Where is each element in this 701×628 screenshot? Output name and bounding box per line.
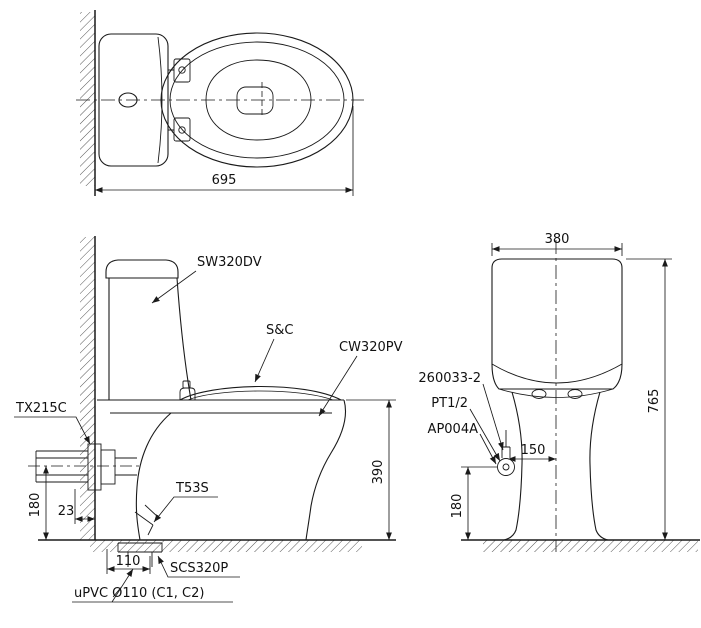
supply-connector-lines — [115, 457, 137, 476]
label-connector: 260033-2 — [418, 371, 481, 386]
dim-text-total-height: 765 — [647, 389, 662, 414]
wall-hatch-top — [80, 12, 95, 186]
dim-text-supply-height: 180 — [28, 493, 43, 518]
hinge-links — [168, 69, 174, 131]
tank-bottom-band-2 — [498, 388, 614, 398]
pedestal-left-profile — [503, 391, 523, 541]
leader-thread — [469, 408, 501, 462]
leader-flush-valve — [14, 416, 91, 445]
tank-body-side — [108, 277, 192, 401]
label-trap-adapter: T53S — [175, 481, 209, 496]
flush-button — [118, 92, 138, 108]
supply-pipe — [35, 450, 88, 483]
label-seat-cover: S&C — [266, 323, 293, 338]
callout-thread: PT1/2 — [431, 396, 501, 462]
dim-text-width: 695 — [212, 173, 237, 188]
hinge-bolt-bottom — [178, 126, 186, 134]
callout-floor-flange: SCS320P — [157, 555, 240, 578]
dim-text-valve-to-center: 150 — [521, 443, 546, 458]
hinge-bolt-top — [178, 66, 186, 74]
label-flush-valve: TX215C — [15, 401, 67, 416]
wall-hatch-side — [80, 237, 95, 540]
label-stop-valve: AP004A — [428, 422, 479, 437]
side-view: SW320DV S&C CW320PV TX215C T53S SCS320P … — [14, 236, 403, 603]
dimension-390: 390 — [346, 399, 396, 540]
leader-bowl — [318, 355, 358, 417]
leader-stop-valve — [479, 433, 497, 465]
dimension-380: 380 — [491, 232, 623, 256]
dimension-150: 150 — [508, 443, 556, 462]
floor-hatch-front — [483, 540, 698, 552]
hinge-bracket-top — [173, 58, 191, 83]
callout-connector: 260033-2 — [418, 371, 504, 451]
valve-stem — [501, 430, 511, 458]
label-floor-flange: SCS320P — [170, 561, 228, 576]
leader-trap-adapter — [153, 496, 218, 523]
seat-inner-ring — [169, 41, 345, 159]
label-thread: PT1/2 — [431, 396, 468, 411]
tank-front-outline — [491, 258, 623, 390]
callout-trap-adapter: T53S — [153, 481, 218, 523]
leader-tank — [151, 270, 197, 304]
callout-bowl: CW320PV — [318, 340, 403, 417]
supply-flange-inner — [100, 449, 116, 485]
front-view: 260033-2 PT1/2 AP004A 380 765 150 — [418, 232, 700, 552]
seat-cover-profile — [179, 385, 342, 401]
bolt-cap-right — [567, 389, 583, 399]
callout-tank: SW320DV — [151, 255, 262, 304]
callout-flush-valve: TX215C — [14, 401, 91, 445]
label-tank: SW320DV — [197, 255, 262, 270]
seat-hinge-knob — [182, 380, 191, 389]
bowl-center-outline — [236, 86, 274, 115]
bolt-cap-left — [531, 389, 547, 399]
seat-cover-inner-line — [187, 390, 334, 401]
leader-connector — [482, 383, 504, 451]
bowl-opening — [205, 59, 312, 141]
dimension-180-front: 180 — [450, 466, 497, 540]
dim-text-rim-height: 390 — [371, 460, 386, 485]
callout-drain-pipe: uPVC Ø110 (C1, C2) — [72, 569, 233, 603]
top-view: 695 — [76, 10, 364, 196]
pedestal-right-profile — [589, 391, 609, 541]
label-drain-pipe: uPVC Ø110 (C1, C2) — [74, 586, 204, 601]
tank-plan-outline — [98, 33, 169, 167]
stop-valve-center — [502, 463, 510, 471]
dimension-110: 110 — [106, 549, 151, 574]
tank-lid-side — [105, 259, 179, 279]
leader-floor-flange — [157, 555, 240, 578]
dim-text-tank-width: 380 — [545, 232, 570, 247]
dim-text-outlet-offset: 110 — [116, 554, 141, 569]
bowl-rear-profile — [135, 412, 172, 541]
tank-bottom-band — [491, 363, 623, 384]
floor-flange-outline — [117, 542, 163, 553]
dimension-765: 765 — [626, 258, 672, 540]
floor-hatch-side — [90, 540, 362, 552]
dim-text-supply-offset: 23 — [58, 504, 75, 519]
leader-drain-pipe — [72, 569, 233, 603]
dim-text-valve-height: 180 — [450, 494, 465, 519]
label-bowl: CW320PV — [339, 340, 403, 355]
dimension-23: 23 — [58, 489, 95, 524]
seat-outer-ring — [160, 32, 354, 168]
tank-front-curve — [157, 36, 163, 164]
bowl-front-profile — [305, 399, 347, 541]
dimension-695: 695 — [95, 106, 354, 196]
leader-seat-cover — [254, 338, 275, 383]
callout-seat-cover: S&C — [254, 323, 293, 383]
callout-stop-valve: AP004A — [428, 422, 497, 465]
hinge-bracket-bottom — [173, 117, 191, 142]
stop-valve-body — [497, 458, 515, 476]
dimension-180-side: 180 — [28, 466, 49, 540]
